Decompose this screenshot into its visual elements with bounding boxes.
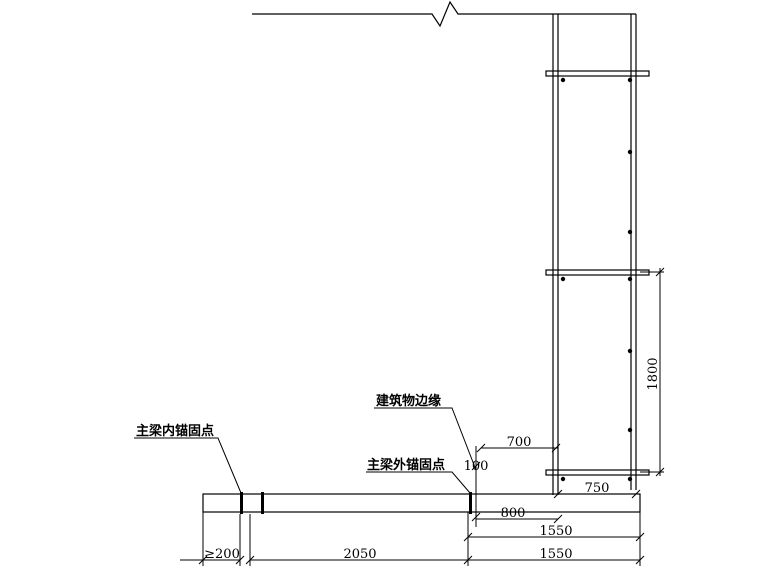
ledger-top [545,70,650,77]
leader-lines [134,407,477,494]
dimension-chain-lower [180,512,645,566]
dimension-200-text: ≥200 [204,547,240,562]
dimension-2050-text: 2050 [343,547,376,562]
beam-anchor-marks [240,492,472,514]
dimension-700 [476,443,561,453]
building-edge-line [471,446,481,527]
dimension-1800 [640,267,665,477]
dimension-800 [476,514,563,524]
dimension-700-text: 700 [507,435,532,450]
dimension-750 [553,489,641,499]
dimension-750-text: 750 [585,481,610,496]
scaffold-poles [552,14,637,495]
connector-dots [560,77,633,482]
dimension-1550-lower-text: 1550 [539,547,572,562]
dimension-100-text: 100 [464,459,489,474]
dimension-1550-upper-text: 1550 [539,524,572,539]
top-break-line [252,0,636,28]
label-outer-anchor: 主梁外锚固点 [367,457,445,473]
ledger-middle [545,269,650,276]
ledger-bottom [545,469,650,476]
main-beam [202,493,641,513]
label-inner-anchor: 主梁内锚固点 [136,423,214,439]
dimension-800-text: 800 [501,506,526,521]
label-building-edge: 建筑物边缘 [376,393,441,409]
dimension-1800-text: 1800 [646,357,661,390]
